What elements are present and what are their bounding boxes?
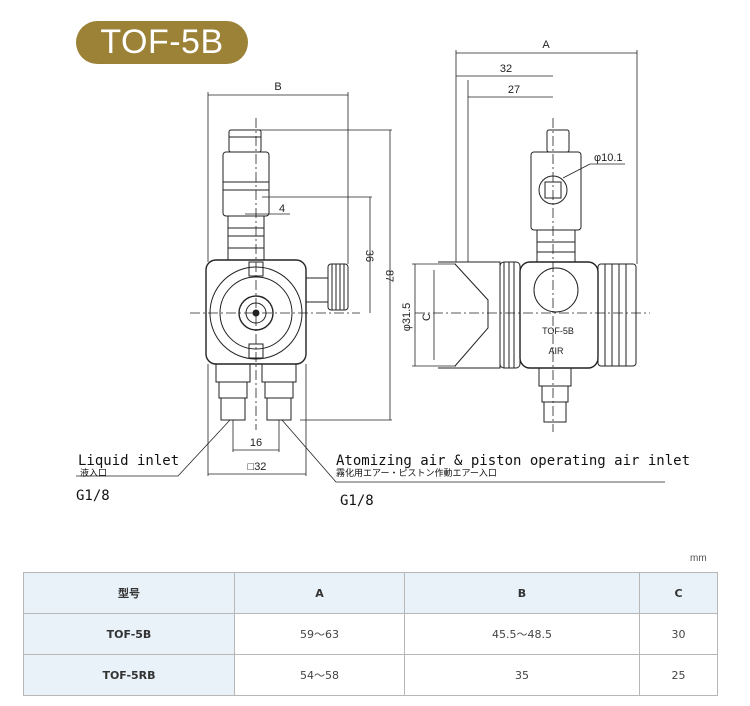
spec-table: 型号 A B C TOF-5B 59～63 45.5～48.5 30 TOF-5… [23,572,718,696]
dim-c: C [421,313,433,321]
row-a: 59～63 [234,613,405,655]
hex-collar [227,215,265,261]
dim-phi-10-1: φ10.1 [594,152,623,164]
table-header-row: 型号 A B C [23,572,718,614]
row-model: TOF-5RB [23,654,235,696]
body-air-text: AIR [548,346,564,356]
header-c: C [639,572,718,614]
body-model-text: TOF-5B [542,326,574,336]
side-stem [530,151,582,231]
rear-cap [597,263,637,367]
air-fitting [261,363,297,383]
air-thread-label: G1/8 [340,493,374,509]
upper-stem [222,151,270,217]
row-b: 45.5～48.5 [404,613,640,655]
row-b: 35 [404,654,640,696]
liquid-inlet-label: Liquid inlet [78,453,179,469]
row-model: TOF-5B [23,613,235,655]
front-body [205,259,307,365]
technical-drawing: B 4 36 87 16 □32 A 32 27 φ10.1 φ31.5 C T… [76,39,690,509]
side-top-nut [546,129,570,153]
nozzle-cap [438,261,501,369]
table-row: TOF-5RB 54～58 35 25 [23,654,718,696]
dim-b: B [274,81,281,93]
dim-phi-31-5: φ31.5 [401,303,413,332]
air-inlet-label: Atomizing air & piston operating air inl… [336,453,690,469]
dim-box32: □32 [248,461,267,473]
dim-36: 36 [363,250,375,262]
header-model: 型号 [23,572,235,614]
header-b: B [404,572,640,614]
side-cap [327,263,349,311]
liquid-thread-label: G1/8 [76,488,110,504]
dim-a: A [542,39,550,51]
dim-16: 16 [250,437,262,449]
row-a: 54～58 [234,654,405,696]
table-row: TOF-5B 59～63 45.5～48.5 30 [23,613,718,655]
header-a: A [234,572,405,614]
row-c: 30 [639,613,718,655]
liquid-fitting [215,363,251,383]
dim-87: 87 [383,270,395,282]
liquid-inlet-label-jp: 液入口 [80,467,107,479]
dim-32: 32 [500,63,512,75]
dim-27: 27 [508,84,520,96]
model-badge: TOF-5B [76,21,248,64]
row-c: 25 [639,654,718,696]
unit-label: mm [690,553,707,564]
dim-4: 4 [279,203,285,215]
air-inlet-label-jp: 霧化用エアー・ピストン作動エアー入口 [336,467,497,479]
